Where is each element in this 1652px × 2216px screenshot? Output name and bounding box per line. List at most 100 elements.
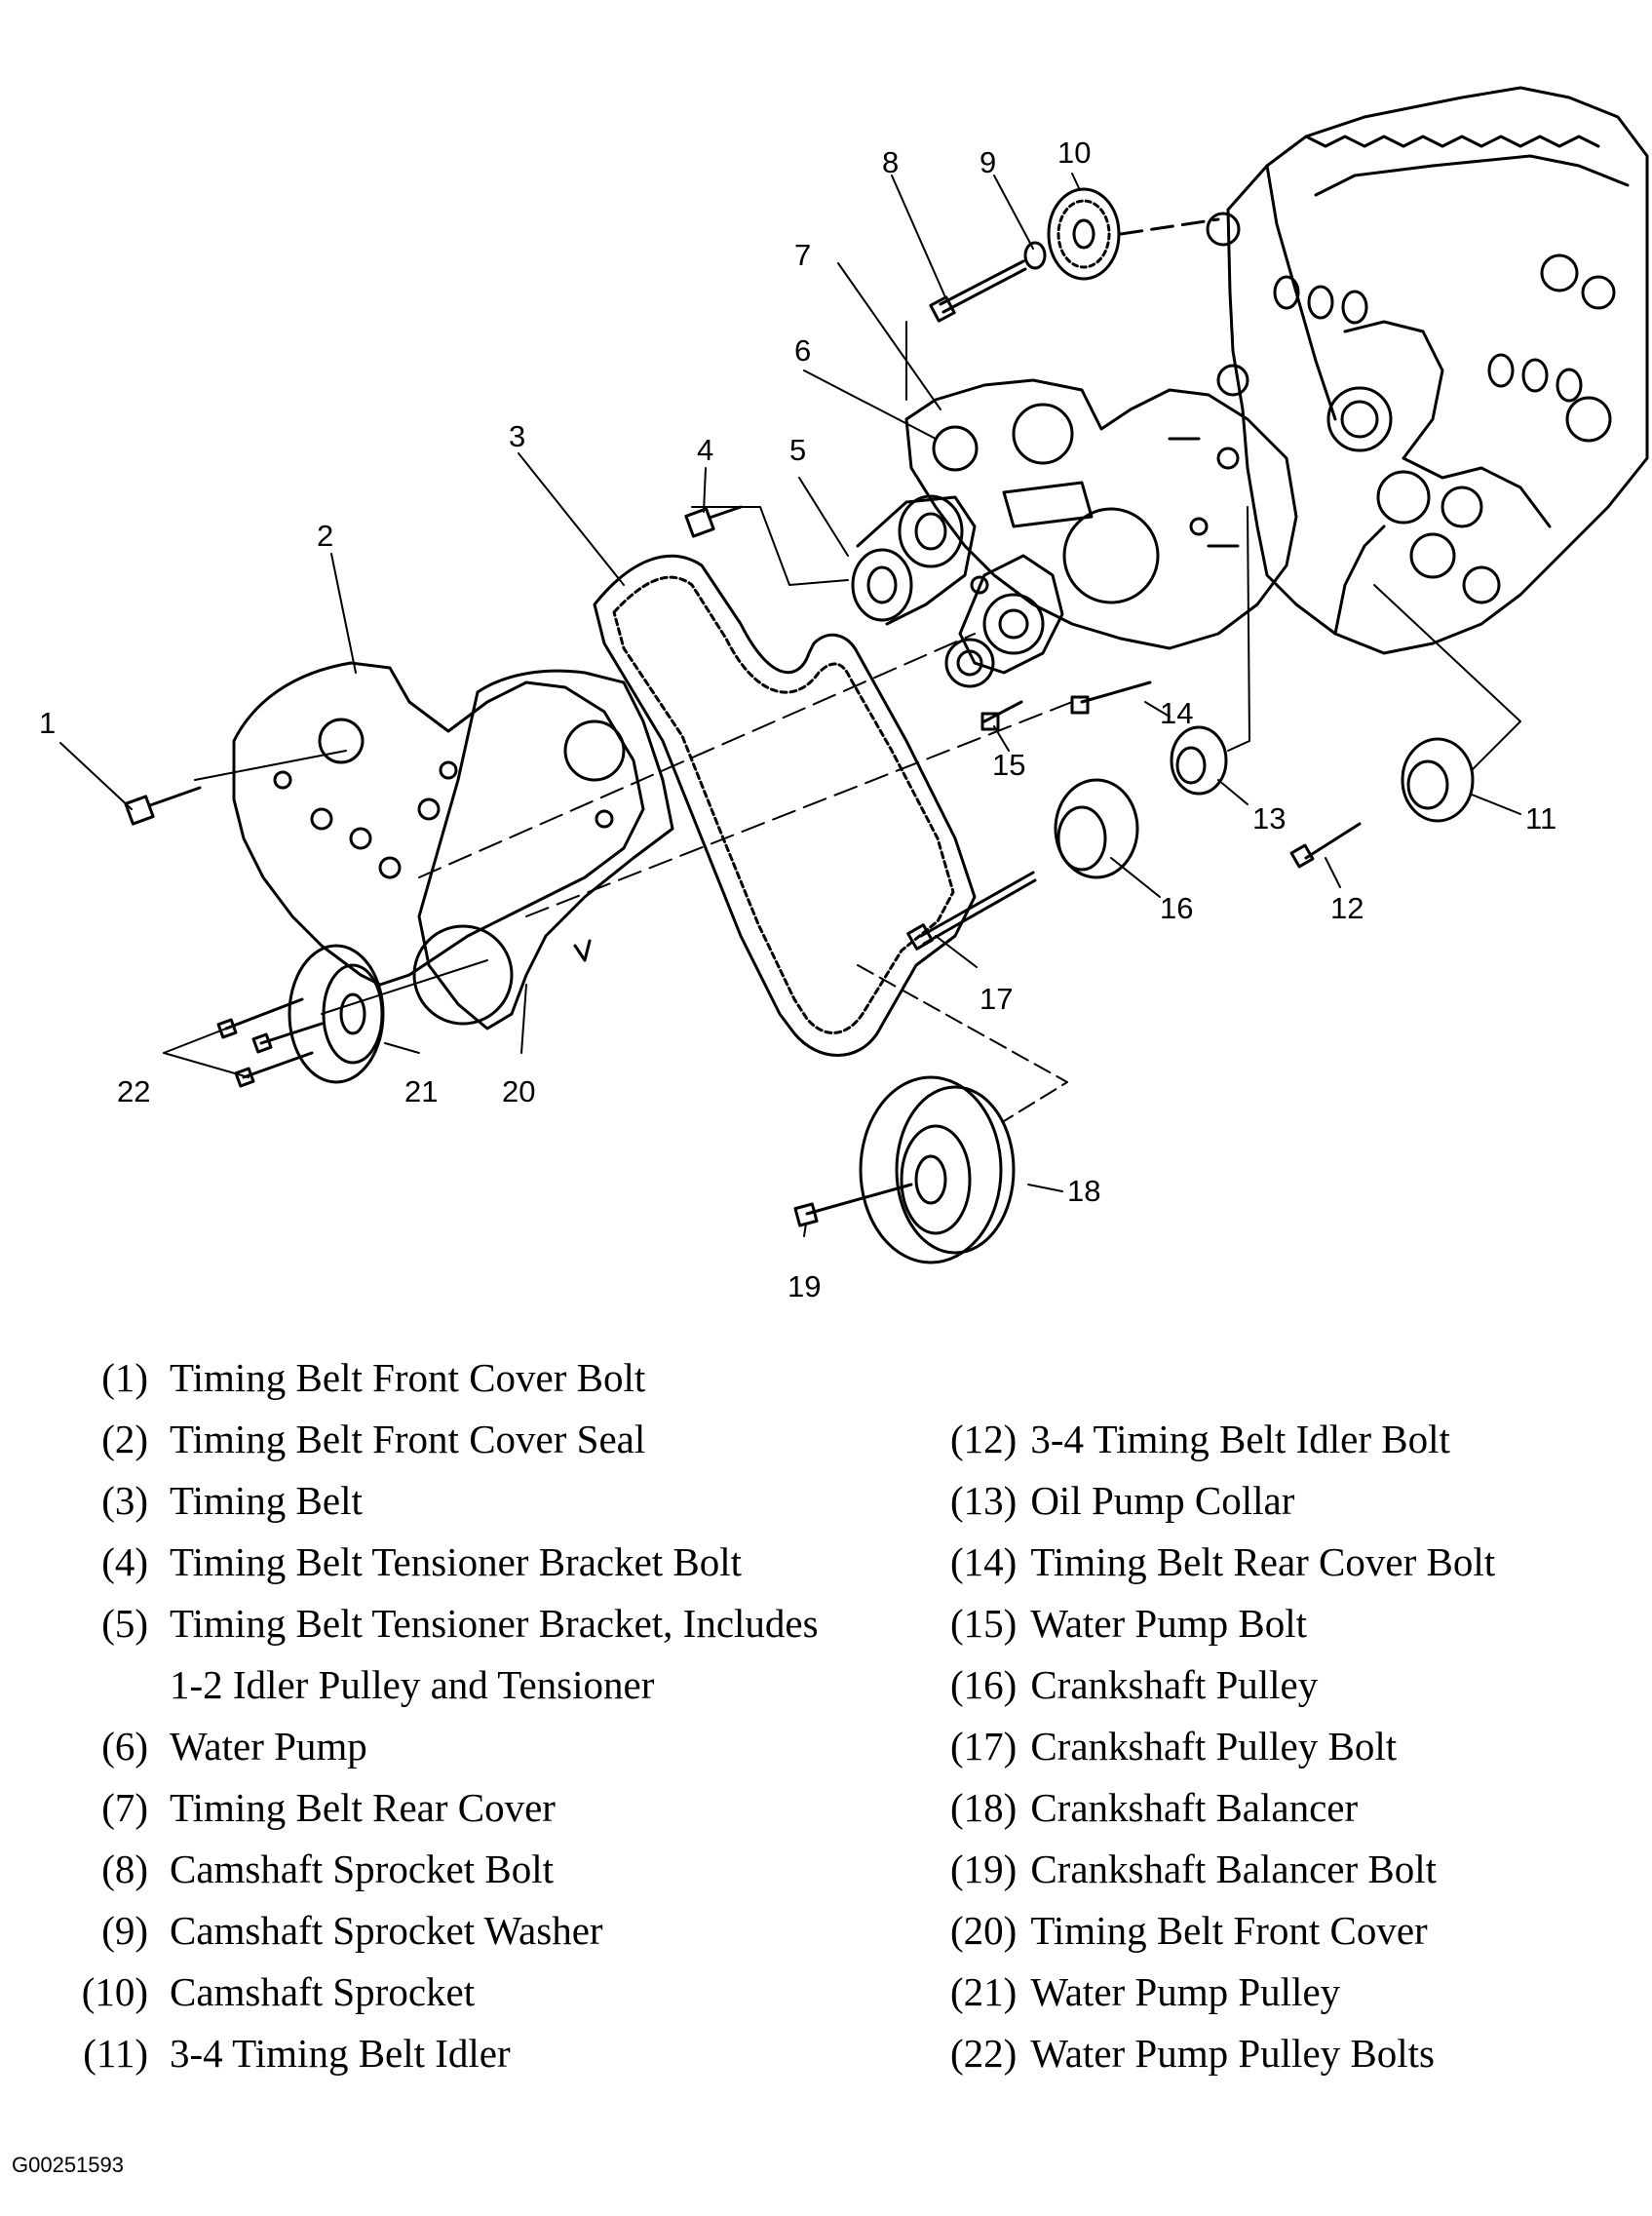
legend-label: Timing Belt Rear Cover Bolt (1030, 1539, 1496, 1584)
legend-number: (12) (950, 1417, 1018, 1461)
water-pump-pulley (216, 944, 488, 1088)
legend-number: (4) (101, 1539, 148, 1584)
legend-number: (15) (950, 1601, 1018, 1646)
legend-label: 3-4 Timing Belt Idler (170, 2031, 511, 2076)
legend-label: Camshaft Sprocket Bolt (170, 1847, 555, 1891)
legend-label: Water Pump Bolt (1030, 1601, 1307, 1646)
figure-id: G00251593 (12, 2153, 124, 2177)
rear-cover (904, 378, 1298, 650)
legend-label: Water Pump Pulley Bolts (1030, 2031, 1435, 2076)
callout-2: 2 (317, 519, 333, 553)
callout-7: 7 (794, 238, 811, 272)
legend-item: (20) Timing Belt Front Cover (950, 1900, 1633, 1962)
exploded-parts-diagram: 1 2 3 4 5 6 7 8 9 10 11 12 13 14 15 16 1… (39, 86, 1649, 1303)
legend-number: (1) (101, 1355, 148, 1400)
legend-label: Timing Belt Rear Cover (170, 1785, 556, 1830)
parts-legend-left: (1) Timing Belt Front Cover Bolt (2) Timing… (68, 1347, 945, 2084)
legend-number: (2) (101, 1417, 148, 1461)
legend-item: (1) Timing Belt Front Cover Bolt (68, 1347, 945, 1409)
legend-item: (15) Water Pump Bolt (950, 1593, 1633, 1654)
legend-number: (8) (101, 1847, 148, 1891)
legend-number: (17) (950, 1724, 1018, 1769)
legend-label: Oil Pump Collar (1030, 1478, 1295, 1523)
callout-5: 5 (789, 433, 806, 467)
legend-label: Water Pump Pulley (1030, 1969, 1341, 2014)
legend-item: (6) Water Pump (68, 1716, 945, 1777)
assembly-guide-lines (194, 321, 1521, 1122)
legend-item: (13) Oil Pump Collar (950, 1470, 1633, 1532)
crankshaft-pulley-group (906, 680, 1475, 951)
crankshaft-balancer (793, 1075, 1016, 1264)
legend-item: (16) Crankshaft Pulley (950, 1654, 1633, 1716)
callout-20: 20 (502, 1074, 535, 1108)
legend-item: (5) Timing Belt Tensioner Bracket, Includ… (68, 1593, 945, 1716)
legend-label: Crankshaft Pulley Bolt (1030, 1724, 1398, 1769)
callout-21: 21 (404, 1074, 438, 1108)
callout-15: 15 (992, 748, 1025, 782)
callout-22: 22 (117, 1074, 150, 1108)
legend-number: (3) (101, 1478, 148, 1523)
legend-number: (10) (81, 1969, 148, 2014)
legend-number: (6) (101, 1724, 148, 1769)
callout-17: 17 (980, 982, 1013, 1016)
callout-18: 18 (1067, 1174, 1100, 1208)
callout-14: 14 (1160, 696, 1193, 730)
bolts (124, 505, 743, 826)
callout-4: 4 (697, 433, 713, 467)
legend-item: (11) 3-4 Timing Belt Idler (68, 2023, 945, 2084)
legend-label: Crankshaft Balancer (1030, 1785, 1359, 1830)
legend-item: (18) Crankshaft Balancer (950, 1777, 1633, 1839)
legend-item: (3) Timing Belt (68, 1470, 945, 1532)
legend-item: (10) Camshaft Sprocket (68, 1962, 945, 2023)
callout-13: 13 (1252, 801, 1286, 836)
callout-16: 16 (1160, 891, 1193, 925)
callout-1: 1 (39, 706, 56, 740)
camshaft-sprocket-group (929, 187, 1220, 323)
legend-label: Timing Belt Front Cover Bolt (170, 1355, 646, 1400)
legend-label: Crankshaft Balancer Bolt (1030, 1847, 1438, 1891)
water-pump (944, 554, 1064, 688)
legend-number: (11) (83, 2031, 148, 2076)
callout-6: 6 (794, 333, 811, 368)
legend-number: (20) (950, 1908, 1018, 1953)
legend-item: (21) Water Pump Pulley (950, 1962, 1633, 2023)
tensioner-bracket (851, 494, 989, 626)
legend-item: (12) 3-4 Timing Belt Idler Bolt (950, 1409, 1633, 1470)
legend-item: (22)Water Pump Pulley Bolts (950, 2023, 1633, 2084)
legend-label: Camshaft Sprocket (170, 1969, 476, 2014)
legend-item: (7)Timing Belt Rear Cover (68, 1777, 945, 1839)
callout-10: 10 (1057, 136, 1091, 170)
engine-block (1206, 86, 1649, 655)
legend-label: Timing Belt (170, 1478, 363, 1523)
callout-11: 11 (1525, 801, 1556, 836)
legend-number: (5) (101, 1601, 148, 1646)
legend-label: Timing Belt Tensioner Bracket Bolt (170, 1539, 743, 1584)
legend-item: (9) Camshaft Sprocket Washer (68, 1900, 945, 1962)
legend-number: (9) (101, 1908, 148, 1953)
legend-label: Timing Belt Front Cover (1030, 1908, 1428, 1953)
legend-item: (4) Timing Belt Tensioner Bracket Bolt (68, 1532, 945, 1593)
legend-number: (18) (950, 1785, 1018, 1830)
callout-19: 19 (788, 1269, 821, 1303)
legend-number: (21) (950, 1969, 1018, 2014)
timing-belt (593, 554, 977, 1057)
legend-number: (16) (950, 1662, 1018, 1707)
legend-item: (17) Crankshaft Pulley Bolt (950, 1716, 1633, 1777)
legend-item: (2) Timing Belt Front Cover Seal (68, 1409, 945, 1470)
legend-label: 3-4 Timing Belt Idler Bolt (1030, 1417, 1450, 1461)
legend-label: Camshaft Sprocket Washer (170, 1908, 603, 1953)
legend-number: (14) (950, 1539, 1018, 1584)
legend-number: (13) (950, 1478, 1018, 1523)
callout-12: 12 (1330, 891, 1364, 925)
legend-label: Water Pump (170, 1724, 367, 1769)
callout-3: 3 (509, 419, 525, 453)
legend-item: (8) Camshaft Sprocket Bolt (68, 1839, 945, 1900)
legend-label: Timing Belt Tensioner Bracket, Includes … (170, 1601, 819, 1707)
callout-8: 8 (882, 145, 899, 179)
legend-label: Crankshaft Pulley (1030, 1662, 1319, 1707)
legend-number: (19) (950, 1847, 1018, 1891)
callout-leaders (59, 173, 1521, 1237)
legend-item: (14) Timing Belt Rear Cover Bolt (950, 1532, 1633, 1593)
legend-label: Timing Belt Front Cover Seal (170, 1417, 646, 1461)
parts-legend-right: (12) 3-4 Timing Belt Idler Bolt (13) Oil Pu… (950, 1409, 1633, 2084)
